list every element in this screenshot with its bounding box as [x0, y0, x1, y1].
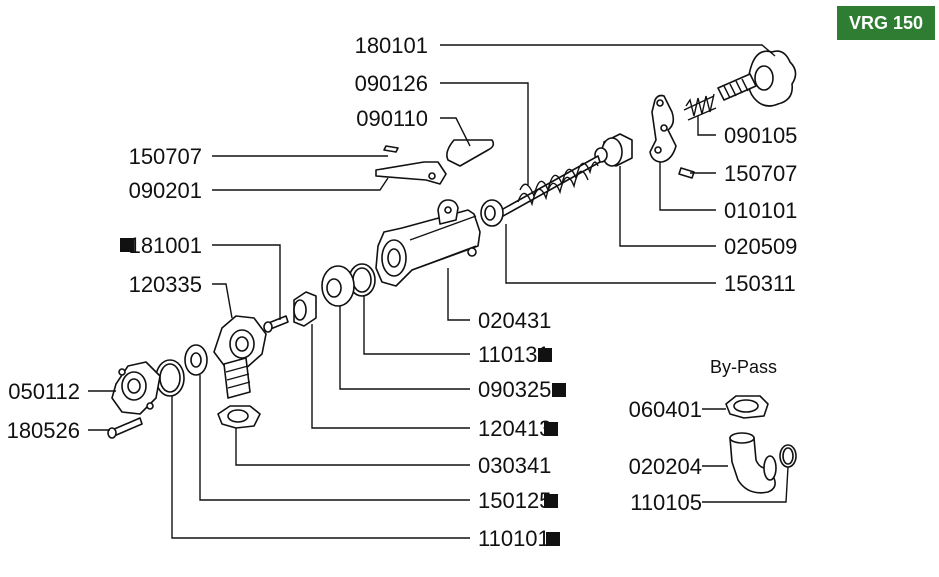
bypass-elbow-part	[729, 432, 777, 494]
label-090105: 090105	[724, 123, 797, 148]
marker-120413	[544, 422, 558, 436]
label-090325: 090325	[478, 377, 551, 402]
hand-lever-part	[375, 139, 495, 185]
bypass-o-ring-part	[779, 444, 797, 468]
guide-washer-part	[480, 199, 504, 227]
marker-181001	[120, 238, 134, 252]
o-ring-110101-part	[155, 359, 185, 397]
model-badge: VRG 150	[837, 6, 935, 40]
pin-right-part	[678, 167, 695, 179]
main-spring-part	[493, 155, 601, 221]
label-150707-right: 150707	[724, 161, 797, 186]
nut-part	[217, 405, 261, 429]
washer-150125-part	[184, 344, 208, 376]
label-090201: 090201	[129, 178, 202, 203]
inlet-connector-part	[111, 361, 161, 415]
bypass-ring-nut-part	[725, 395, 769, 419]
spacer-part	[293, 291, 317, 327]
bypass-label: By-Pass	[710, 357, 777, 377]
leader-lines	[88, 44, 789, 539]
label-090110: 090110	[356, 106, 428, 131]
screw-180526-part	[107, 417, 143, 439]
label-120335: 120335	[129, 272, 202, 297]
label-180101: 180101	[355, 33, 428, 58]
label-110131: 110131	[478, 342, 550, 367]
outlet-flange-part	[213, 315, 267, 399]
label-180526: 180526	[7, 418, 80, 443]
lever-linkage-part	[649, 94, 677, 163]
handle-knob-part	[717, 50, 797, 107]
label-110105: 110105	[630, 490, 702, 515]
label-020204: 020204	[629, 454, 702, 479]
marker-110101	[546, 532, 560, 546]
marker-110131	[538, 348, 552, 362]
label-150125: 150125	[478, 488, 551, 513]
seat-disc-part	[321, 265, 355, 307]
label-150707-left: 150707	[129, 144, 202, 169]
label-030341: 030341	[478, 453, 551, 478]
label-010101: 010101	[724, 198, 797, 223]
label-090126: 090126	[355, 71, 428, 96]
screw-181001-part	[263, 315, 289, 333]
label-020509: 020509	[724, 234, 797, 259]
label-060401: 060401	[629, 397, 702, 422]
label-120413: 120413	[478, 416, 551, 441]
marker-090325	[552, 383, 566, 397]
label-050112: 050112	[8, 379, 80, 404]
label-150311: 150311	[724, 271, 796, 296]
small-spring-part	[683, 93, 717, 121]
label-020431: 020431	[478, 308, 551, 333]
label-110101: 110101	[478, 526, 550, 551]
label-181001: 181001	[129, 233, 202, 258]
marker-150125	[544, 494, 558, 508]
valve-body-part	[375, 199, 481, 287]
